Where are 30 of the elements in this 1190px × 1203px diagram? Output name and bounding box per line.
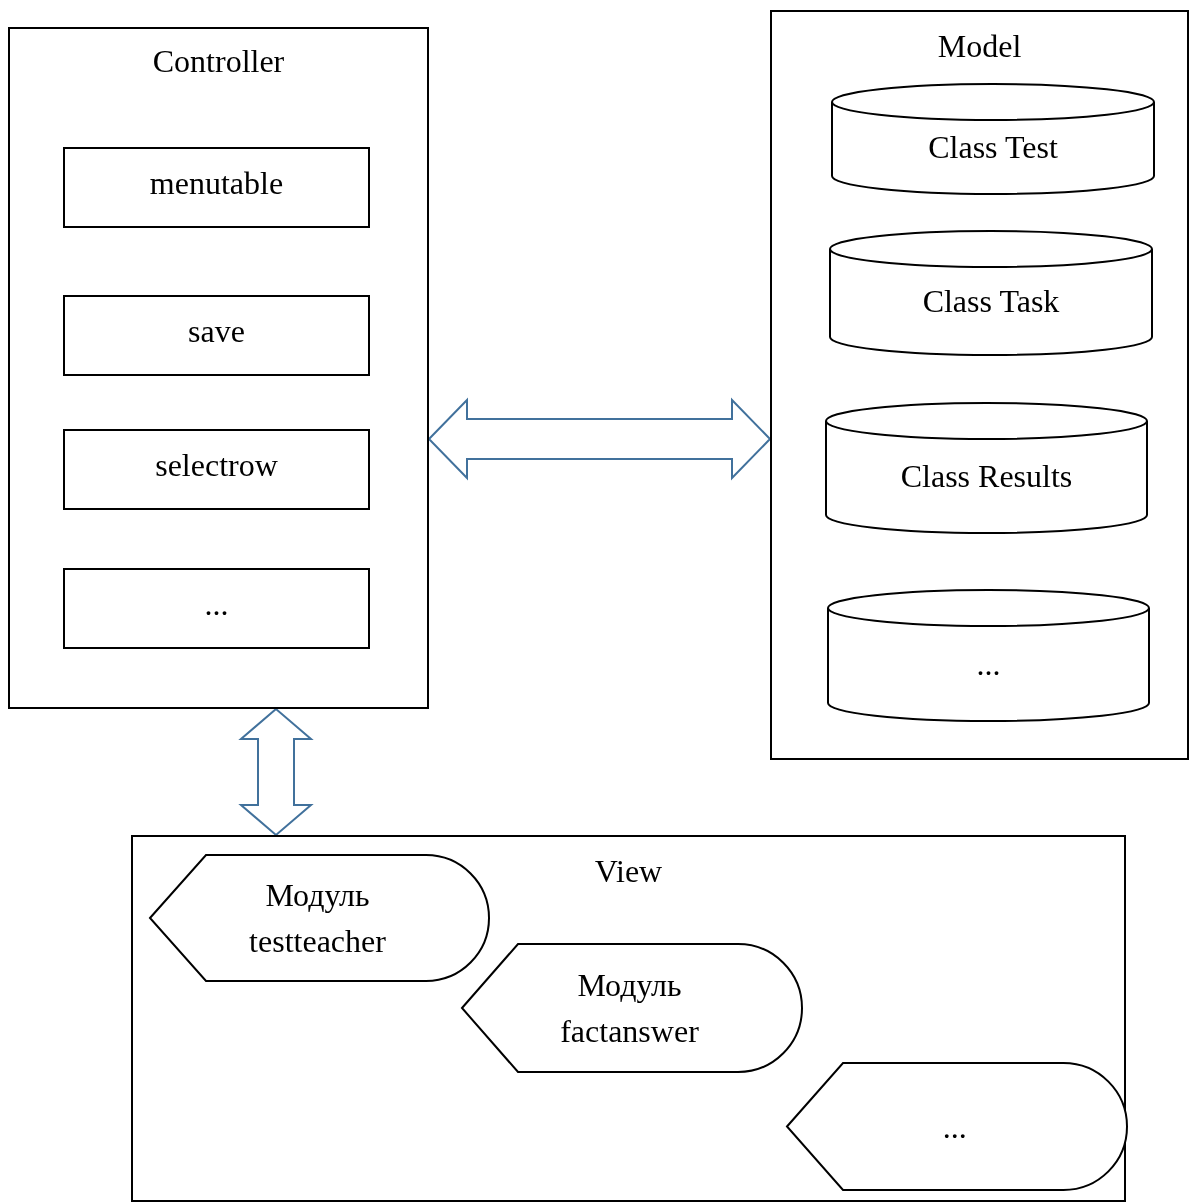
- container-box: [8, 27, 429, 709]
- node-label: selectrow: [154, 445, 279, 485]
- double-block-arrow: [427, 397, 772, 481]
- node-label: View: [593, 852, 664, 891]
- node-label: Class Test: [927, 127, 1059, 167]
- display-shape: [149, 854, 490, 982]
- node-label: Class Results: [899, 456, 1074, 496]
- process-box: [63, 295, 370, 376]
- node-label: Модуль factanswer: [559, 965, 700, 1051]
- database-cylinder: [827, 590, 1150, 721]
- node-label: menutable: [148, 163, 285, 203]
- process-box: [63, 147, 370, 228]
- node-label: ...: [975, 644, 1002, 684]
- node-label: Controller: [151, 42, 286, 81]
- database-cylinder: [831, 84, 1155, 194]
- node-label: Class Task: [921, 281, 1061, 321]
- display-shape: [461, 943, 803, 1073]
- container-box: [131, 835, 1126, 1202]
- container-box: [770, 10, 1189, 760]
- process-box: [63, 568, 370, 649]
- display-shape: [786, 1062, 1128, 1191]
- double-block-arrow: [238, 707, 314, 837]
- node-label: Модуль testteacher: [248, 875, 387, 961]
- database-cylinder: [829, 231, 1153, 355]
- node-label: ...: [203, 584, 230, 624]
- node-label: Model: [936, 27, 1023, 66]
- process-box: [63, 429, 370, 510]
- database-cylinder: [825, 403, 1148, 533]
- node-label: save: [187, 311, 246, 351]
- node-label: ...: [941, 1107, 968, 1147]
